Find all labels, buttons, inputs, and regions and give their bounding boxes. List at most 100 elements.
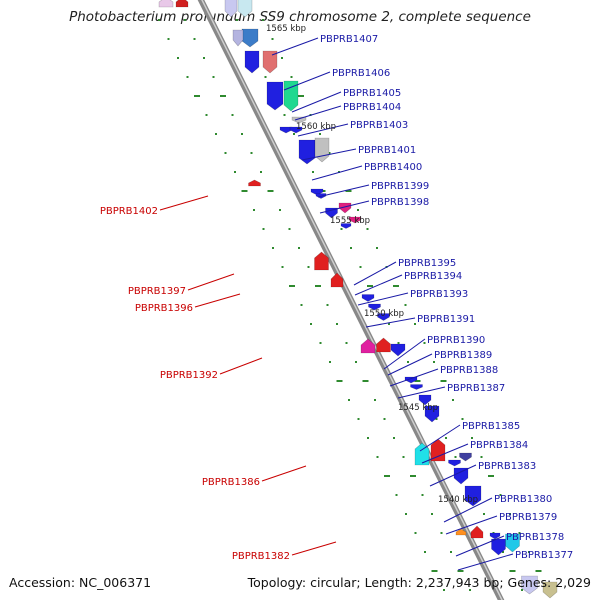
gene-arrow[interactable] — [470, 525, 484, 539]
gene-label-forward[interactable]: PBPRB1385 — [462, 421, 520, 432]
tick-dot — [367, 437, 369, 439]
gene-arrow[interactable] — [340, 223, 352, 229]
tick-dot — [362, 380, 369, 382]
tick-dot — [167, 38, 170, 40]
gene-label-forward[interactable]: PBPRB1393 — [410, 289, 468, 300]
gene-arrow[interactable] — [348, 216, 362, 224]
gene-arrow[interactable] — [459, 452, 472, 462]
gene-label-forward[interactable]: PBPRB1380 — [494, 494, 552, 505]
tick-dot — [283, 114, 286, 116]
leader-line — [317, 184, 370, 198]
label-leader-lines — [159, 37, 514, 571]
tick-dot — [262, 19, 264, 21]
gene-arrow[interactable] — [338, 202, 352, 214]
backbone-highlight — [201, 0, 503, 600]
gene-label-forward[interactable]: PBPRB1384 — [470, 440, 528, 451]
gene-arrow[interactable] — [158, 0, 174, 8]
gene-label-forward[interactable]: PBPRB1400 — [364, 162, 422, 173]
gene-arrow[interactable] — [464, 485, 482, 507]
gene-arrow[interactable] — [455, 528, 467, 536]
tick-dot — [435, 418, 438, 420]
tick-dot — [326, 304, 329, 306]
gene-label-forward[interactable]: PBPRB1387 — [447, 383, 505, 394]
gene-label-forward[interactable]: PBPRB1383 — [478, 461, 536, 472]
gene-label-forward[interactable]: PBPRB1391 — [417, 314, 475, 325]
tick-dot — [267, 190, 274, 192]
tick-dot — [231, 114, 234, 116]
gene-label-forward[interactable]: PBPRB1398 — [371, 197, 429, 208]
gene-label-reverse[interactable]: PBPRB1397 — [128, 286, 186, 297]
gene-arrow[interactable] — [248, 179, 261, 187]
gene-arrow[interactable] — [314, 251, 329, 271]
gene-arrow[interactable] — [489, 532, 501, 540]
gene-label-forward[interactable]: PBPRB1404 — [343, 102, 401, 113]
gene-arrow[interactable] — [414, 442, 430, 466]
gene-label-reverse[interactable]: PBPRB1386 — [202, 477, 260, 488]
gene-label-reverse[interactable]: PBPRB1382 — [232, 551, 290, 562]
gene-arrow[interactable] — [491, 538, 506, 556]
gene-arrow[interactable] — [241, 28, 259, 48]
gene-arrow[interactable] — [330, 272, 344, 288]
gene-label-forward[interactable]: PBPRB1399 — [371, 181, 429, 192]
leader-line — [397, 386, 446, 399]
gene-label-forward[interactable]: PBPRB1403 — [350, 120, 408, 131]
gene-label-reverse[interactable]: PBPRB1392 — [160, 370, 218, 381]
gene-label-forward[interactable]: PBPRB1379 — [499, 512, 557, 523]
gene-arrow[interactable] — [232, 29, 244, 47]
gene-arrow[interactable] — [430, 438, 446, 462]
gene-arrow[interactable] — [521, 575, 538, 595]
tick-dot — [224, 152, 227, 154]
gene-label-forward[interactable]: PBPRB1407 — [320, 34, 378, 45]
gene-label-forward[interactable]: PBPRB1401 — [358, 145, 416, 156]
tick-dot — [340, 228, 343, 230]
gene-arrow[interactable] — [244, 50, 260, 74]
tick-dot — [264, 76, 267, 78]
gene-arrow[interactable] — [377, 313, 390, 321]
tick-dot — [293, 133, 295, 135]
gene-label-forward[interactable]: PBPRB1390 — [427, 335, 485, 346]
gene-arrow[interactable] — [542, 581, 558, 599]
gene-label-reverse[interactable]: PBPRB1396 — [135, 303, 193, 314]
tick-dot — [336, 323, 338, 325]
gene-label-reverse[interactable]: PBPRB1402 — [100, 206, 158, 217]
gene-label-forward[interactable]: PBPRB1405 — [343, 88, 401, 99]
tick-dot — [393, 437, 395, 439]
gene-arrow[interactable] — [424, 405, 440, 423]
gene-label-forward[interactable]: PBPRB1389 — [434, 350, 492, 361]
tick-dot — [177, 57, 179, 59]
gene-arrow[interactable] — [314, 137, 330, 163]
gene-label-forward[interactable]: PBPRB1406 — [332, 68, 390, 79]
gene-arrow[interactable] — [376, 337, 391, 353]
tick-dot — [312, 171, 314, 173]
gene-arrow[interactable] — [224, 0, 238, 18]
tick-dot — [414, 323, 416, 325]
gene-arrow[interactable] — [289, 126, 303, 134]
gene-label-forward[interactable]: PBPRB1395 — [398, 258, 456, 269]
gene-arrow[interactable] — [266, 81, 284, 111]
gene-arrow[interactable] — [410, 384, 423, 390]
gene-arrow[interactable] — [298, 139, 316, 165]
tick-dot — [336, 380, 343, 382]
tick-dot — [535, 570, 542, 572]
gene-label-forward[interactable]: PBPRB1394 — [404, 271, 462, 282]
gene-arrow[interactable] — [505, 533, 520, 553]
tick-dot — [445, 437, 447, 439]
gene-arrow[interactable] — [453, 467, 469, 485]
gene-arrow[interactable] — [361, 294, 375, 302]
gene-arrow[interactable] — [368, 303, 381, 311]
gene-arrow[interactable] — [390, 343, 406, 357]
tick-dot — [405, 513, 407, 515]
gene-arrow[interactable] — [175, 0, 189, 8]
gene-arrow[interactable] — [418, 394, 432, 406]
gene-arrow[interactable] — [360, 338, 376, 354]
tick-dot — [480, 456, 483, 458]
gene-arrow[interactable] — [448, 459, 461, 467]
tick-dot — [431, 570, 438, 572]
gene-arrow[interactable] — [262, 50, 278, 74]
gene-label-forward[interactable]: PBPRB1378 — [506, 532, 564, 543]
gene-label-forward[interactable]: PBPRB1388 — [440, 365, 498, 376]
leader-line — [291, 541, 337, 556]
gene-arrow[interactable] — [237, 0, 253, 18]
gene-label-forward[interactable]: PBPRB1377 — [515, 550, 573, 561]
